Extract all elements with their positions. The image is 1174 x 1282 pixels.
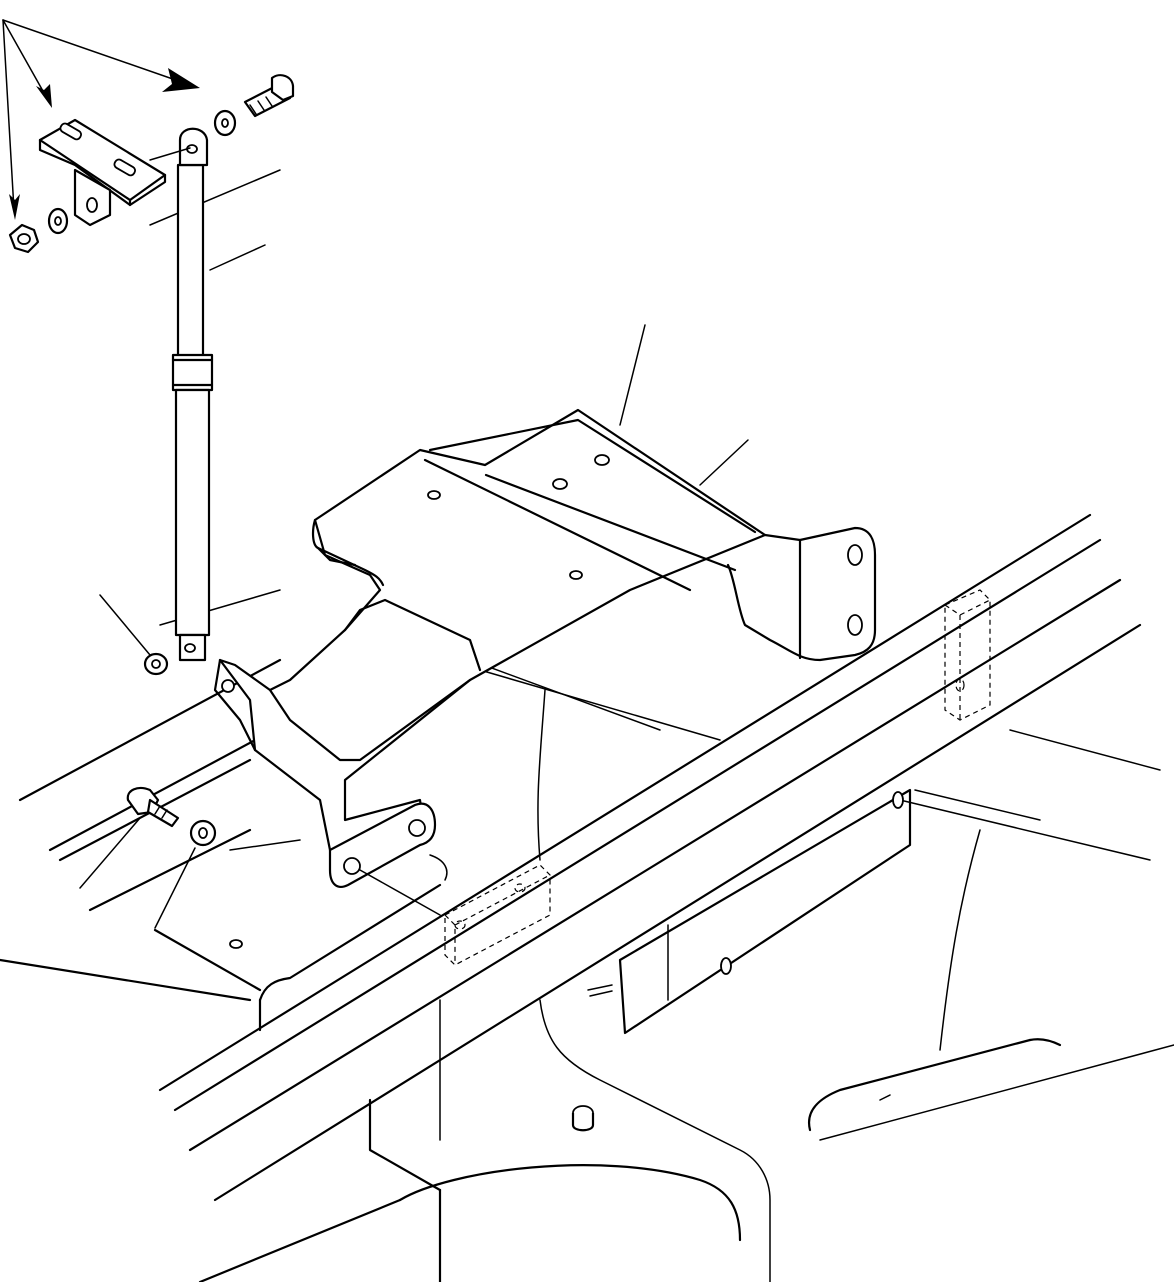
upper-mount-plate [38, 118, 191, 227]
nut [8, 223, 40, 254]
floor-panel [0, 169, 332, 1002]
upper-washer [213, 109, 237, 137]
lower-bolt [126, 786, 180, 828]
lower-washer [189, 819, 217, 847]
gas-spring [171, 127, 214, 662]
seat-bracket [213, 408, 877, 916]
frame-rail [158, 513, 1142, 1282]
upper-bolt [243, 74, 295, 118]
lower-washer-spring [143, 652, 169, 676]
leader-lines [2, 19, 749, 929]
nut-washer [47, 207, 69, 235]
rear-floor [469, 659, 1174, 1141]
